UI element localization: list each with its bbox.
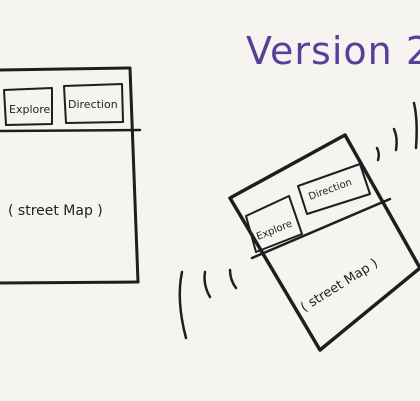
direction-button-left[interactable] <box>63 83 124 124</box>
street-map-left-label: ( street Map ) <box>8 203 103 219</box>
direction-button-right[interactable] <box>297 163 371 215</box>
phone-left <box>0 66 142 285</box>
page-title: Version 2 <box>246 29 420 73</box>
vibration-marks-right <box>375 101 418 162</box>
street-map-right-label: ( street Map ) <box>298 256 381 315</box>
explore-button-right[interactable] <box>245 195 303 253</box>
explore-button-left-label: Explore <box>9 103 51 116</box>
phone-right <box>228 133 420 352</box>
direction-button-left-label: Direction <box>68 98 118 111</box>
explore-button-left[interactable] <box>3 87 53 126</box>
vibration-marks-left <box>178 268 238 340</box>
